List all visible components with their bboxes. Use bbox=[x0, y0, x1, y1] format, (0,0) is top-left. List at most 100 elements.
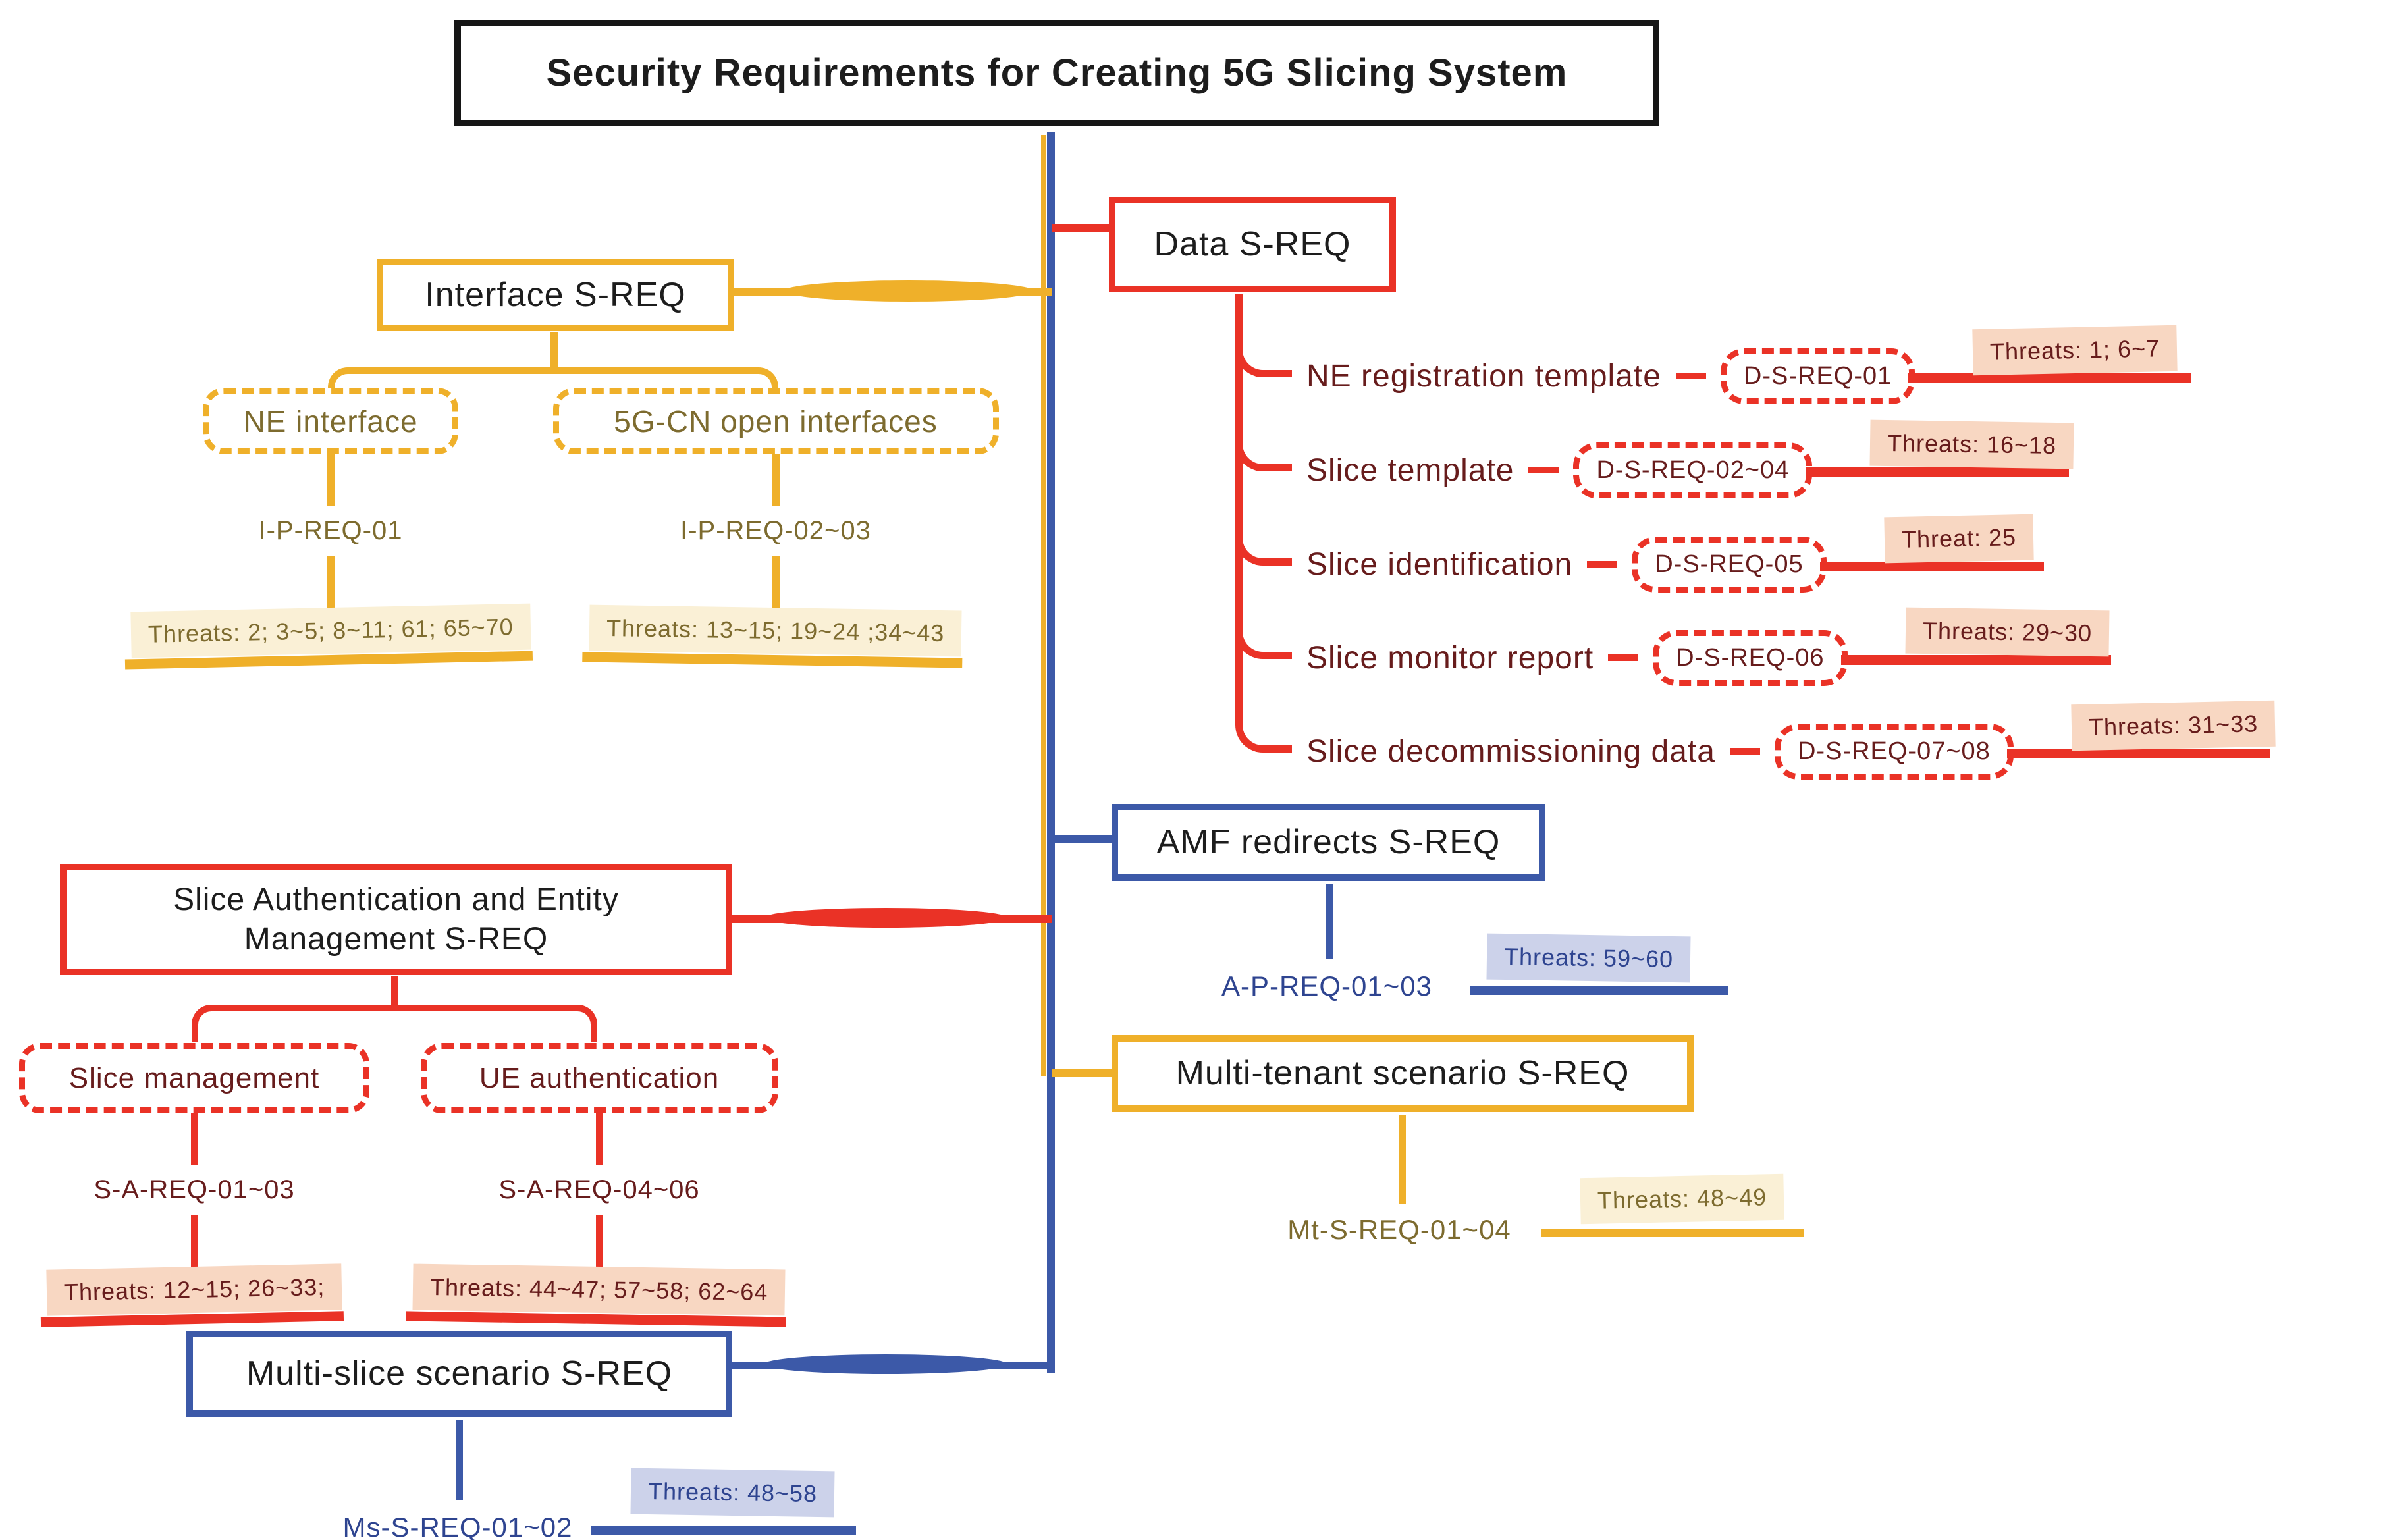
slice-auth-connector-lens bbox=[764, 908, 1007, 928]
data-item-label: NE registration template bbox=[1306, 358, 1661, 394]
data-item-req-box: D-S-REQ-05 bbox=[1632, 536, 1827, 593]
data-item-req-box: D-S-REQ-06 bbox=[1653, 629, 1848, 686]
slice-management-req: S-A-REQ-01~03 bbox=[94, 1175, 295, 1204]
slice-auth-label: Slice Authentication and Entity Manageme… bbox=[173, 882, 619, 957]
multi-slice-req: Ms-S-REQ-01~02 bbox=[342, 1512, 573, 1540]
amf-underline bbox=[1470, 986, 1728, 995]
slice-auth-box: Slice Authentication and Entity Manageme… bbox=[60, 864, 745, 990]
data-branch-vline bbox=[1235, 294, 1243, 720]
title-box: Security Requirements for Creating 5G Sl… bbox=[454, 20, 1672, 142]
amf-connector bbox=[1052, 835, 1115, 843]
data-item-label: Slice monitor report bbox=[1306, 640, 1594, 676]
slice-auth-bracket-stub bbox=[391, 976, 398, 1006]
data-item-tail: Threat: 25 bbox=[1819, 514, 2065, 604]
interface-bracket-stub bbox=[550, 332, 558, 369]
ne-interface-threats: Threats: 2; 3~5; 8~11; 61; 65~70 bbox=[130, 603, 531, 658]
multi-tenant-req: Mt-S-REQ-01~04 bbox=[1287, 1214, 1511, 1245]
cn-open-interfaces-line2 bbox=[772, 556, 780, 608]
data-item-req: D-S-REQ-01 bbox=[1743, 361, 1892, 390]
multi-slice-underline bbox=[591, 1526, 856, 1535]
trunk-yellow-stripe bbox=[1041, 135, 1046, 1076]
data-sreq-label: Data S-REQ bbox=[1154, 225, 1351, 263]
ue-authentication-line bbox=[595, 1113, 603, 1165]
amf-redirects-box: AMF redirects S-REQ bbox=[1112, 804, 1558, 896]
amf-vline bbox=[1326, 884, 1333, 959]
data-item-tail-line bbox=[1840, 655, 2111, 665]
data-item-label: Slice template bbox=[1306, 452, 1514, 488]
ue-authentication-req: S-A-REQ-04~06 bbox=[498, 1175, 700, 1204]
data-item-threats: Threats: 29~30 bbox=[1905, 607, 2110, 657]
data-item-tail: Threats: 29~30 bbox=[1840, 607, 2132, 697]
interface-sreq-label: Interface S-REQ bbox=[425, 275, 686, 314]
data-connector bbox=[1052, 224, 1112, 232]
data-item-tail: Threats: 1; 6~7 bbox=[1908, 325, 2212, 415]
data-item-connector bbox=[1608, 654, 1639, 661]
data-item-row: Slice monitor report D-S-REQ-06 Threats:… bbox=[1306, 607, 2132, 697]
ue-authentication-line2 bbox=[595, 1215, 603, 1267]
multi-tenant-box: Multi-tenant scenario S-REQ bbox=[1112, 1035, 1706, 1127]
multi-tenant-connector bbox=[1052, 1069, 1115, 1077]
data-item-req-box: D-S-REQ-02~04 bbox=[1573, 442, 1813, 498]
data-item-row: Slice template D-S-REQ-02~04 Threats: 16… bbox=[1306, 419, 2090, 510]
data-item-threats: Threats: 31~33 bbox=[2071, 700, 2276, 751]
slice-management-threats: Threats: 12~15; 26~33; bbox=[46, 1263, 342, 1316]
ne-interface-line2 bbox=[327, 556, 335, 608]
interface-sreq-box: Interface S-REQ bbox=[377, 259, 747, 346]
data-item-row: Slice decommissioning data D-S-REQ-07~08… bbox=[1306, 700, 2291, 791]
data-elbow-5 bbox=[1235, 716, 1292, 753]
slice-auth-bracket bbox=[192, 1005, 597, 1042]
data-item-tail: Threats: 16~18 bbox=[1806, 419, 2090, 510]
data-item-tail-line bbox=[1806, 467, 2070, 477]
amf-req: A-P-REQ-01~03 bbox=[1221, 970, 1432, 1001]
multi-tenant-underline bbox=[1541, 1229, 1804, 1237]
cn-open-interfaces-label: 5G-CN open interfaces bbox=[614, 404, 938, 438]
data-item-row: NE registration template D-S-REQ-01 Thre… bbox=[1306, 325, 2212, 415]
ne-interface-line bbox=[327, 454, 335, 506]
interface-bracket bbox=[328, 367, 778, 388]
data-item-req-box: D-S-REQ-01 bbox=[1720, 348, 1916, 404]
data-item-connector bbox=[1729, 748, 1760, 755]
slice-management-label: Slice management bbox=[68, 1061, 320, 1094]
data-item-tail: Threats: 31~33 bbox=[2006, 700, 2291, 791]
data-item-tail-line bbox=[2006, 749, 2270, 758]
data-item-connector bbox=[1528, 467, 1559, 473]
ne-interface-req: I-P-REQ-01 bbox=[258, 516, 403, 545]
cn-open-interfaces-threats: Threats: 13~15; 19~24 ;34~43 bbox=[589, 604, 963, 657]
data-item-req: D-S-REQ-07~08 bbox=[1797, 737, 1991, 765]
data-elbow-4 bbox=[1235, 622, 1292, 659]
multi-tenant-vline bbox=[1399, 1115, 1406, 1204]
slice-management-line bbox=[190, 1113, 198, 1165]
multi-slice-connector-lens bbox=[764, 1354, 1007, 1374]
data-item-req: D-S-REQ-02~04 bbox=[1596, 456, 1790, 484]
ne-interface-column: NE interface I-P-REQ-01 Threats: 2; 3~5;… bbox=[120, 388, 541, 658]
multi-tenant-threats: Threats: 48~49 bbox=[1580, 1173, 1784, 1225]
data-elbow-2 bbox=[1235, 435, 1292, 471]
ne-interface-label: NE interface bbox=[243, 404, 418, 438]
data-item-tail-line bbox=[1819, 562, 2044, 571]
data-item-connector bbox=[1587, 561, 1618, 568]
amf-redirects-label: AMF redirects S-REQ bbox=[1156, 823, 1501, 861]
data-elbow-1 bbox=[1235, 340, 1292, 377]
data-item-connector bbox=[1675, 373, 1706, 379]
slice-management-box: Slice management bbox=[19, 1043, 369, 1113]
ne-interface-box: NE interface bbox=[203, 388, 458, 454]
data-item-label: Slice identification bbox=[1306, 546, 1573, 582]
slice-management-column: Slice management S-A-REQ-01~03 Threats: … bbox=[7, 1043, 382, 1316]
ue-authentication-column: UE authentication S-A-REQ-04~06 Threats:… bbox=[395, 1043, 803, 1316]
data-item-row: Slice identification D-S-REQ-05 Threat: … bbox=[1306, 514, 2065, 604]
data-item-req: D-S-REQ-06 bbox=[1676, 643, 1825, 672]
multi-slice-threats: Threats: 48~58 bbox=[630, 1468, 835, 1518]
data-item-tail-line bbox=[1908, 373, 2192, 383]
data-item-label: Slice decommissioning data bbox=[1306, 733, 1715, 769]
data-elbow-3 bbox=[1235, 529, 1292, 566]
cn-open-interfaces-box: 5G-CN open interfaces bbox=[552, 388, 999, 454]
cn-open-interfaces-req: I-P-REQ-02~03 bbox=[680, 516, 871, 545]
multi-slice-box: Multi-slice scenario S-REQ bbox=[186, 1331, 745, 1432]
data-item-threats: Threats: 16~18 bbox=[1869, 419, 2075, 469]
data-sreq-box: Data S-REQ bbox=[1109, 197, 1408, 307]
ue-authentication-threats: Threats: 44~47; 57~58; 62~64 bbox=[412, 1263, 786, 1316]
page-title: Security Requirements for Creating 5G Sl… bbox=[546, 51, 1568, 94]
cn-open-interfaces-column: 5G-CN open interfaces I-P-REQ-02~03 Thre… bbox=[552, 388, 1000, 657]
data-item-threats: Threat: 25 bbox=[1883, 514, 2034, 564]
